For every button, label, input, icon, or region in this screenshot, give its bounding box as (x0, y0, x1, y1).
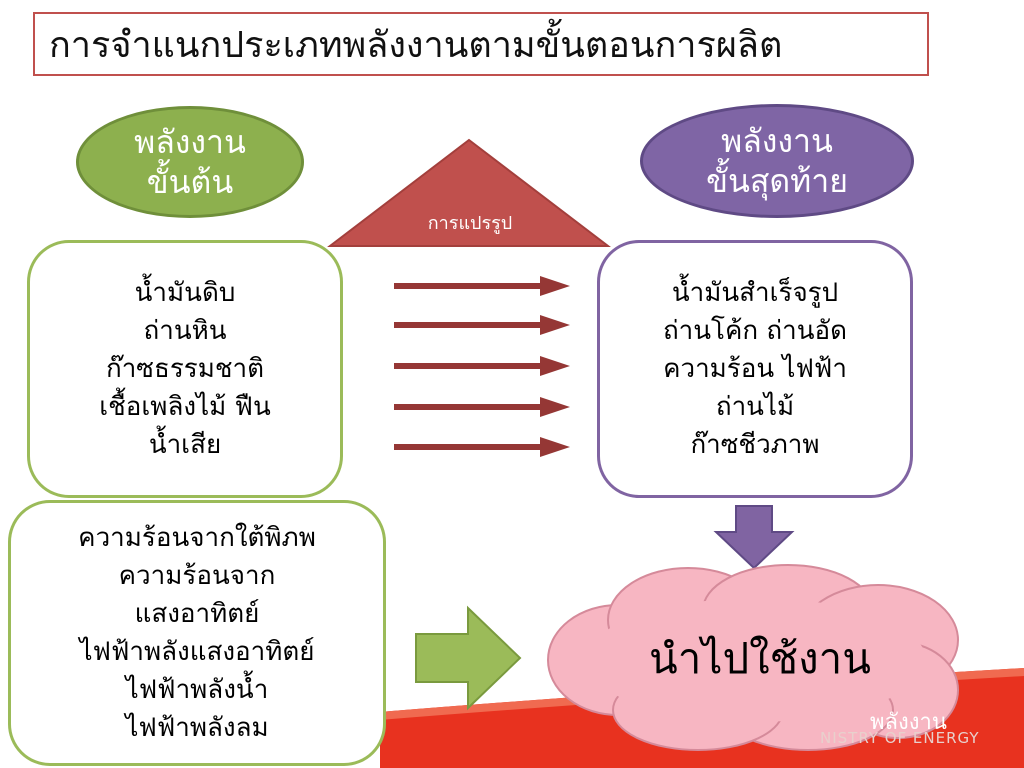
final-energy-line1: พลังงาน (721, 122, 833, 160)
arrow-5 (394, 437, 570, 457)
list-item: ความร้อน ไฟฟ้า (663, 354, 847, 384)
renewable-energy-list: ความร้อนจากใต้พิภพ ความร้อนจาก แสงอาทิตย… (8, 500, 386, 766)
right-arrow (415, 605, 522, 711)
ministry-logo-thai: พลังงาน (870, 710, 947, 735)
list-item: ความร้อนจาก (118, 561, 276, 591)
usage-cloud (547, 564, 959, 751)
list-item: น้ำเสีย (148, 430, 222, 460)
down-arrow (713, 505, 795, 570)
list-item: ไฟฟ้าพลังน้ำ (125, 675, 269, 705)
list-item: ไฟฟ้าพลังลม (125, 713, 269, 743)
list-item: ถ่านโค้ก ถ่านอัด (662, 316, 848, 346)
list-item: แสงอาทิตย์ (134, 599, 260, 629)
ministry-logo-english: NISTRY OF ENERGY (820, 729, 980, 747)
list-item: ก๊าซธรรมชาติ (105, 354, 265, 384)
transformation-label: การแปรรูป (427, 213, 513, 234)
list-item: ถ่านไม้ (715, 392, 795, 422)
final-energy-line2: ขั้นสุดท้าย (706, 162, 848, 200)
final-energy-list: น้ำมันสำเร็จรูป ถ่านโค้ก ถ่านอัด ความร้อ… (597, 240, 913, 498)
arrow-4 (394, 397, 570, 417)
primary-energy-list: น้ำมันดิบ ถ่านหิน ก๊าซธรรมชาติ เชื้อเพลิ… (27, 240, 343, 498)
primary-energy-line1: พลังงาน (134, 123, 246, 161)
list-item: ก๊าซชีวภาพ (690, 430, 820, 460)
primary-energy-line2: ขั้นต้น (146, 163, 234, 201)
list-item: ถ่านหิน (143, 316, 227, 346)
arrow-1 (394, 276, 570, 296)
slide-title: การจำแนกประเภทพลังงานตามขั้นตอนการผลิต (33, 12, 929, 76)
transformation-arrows (394, 276, 570, 457)
transformation-triangle (327, 138, 611, 247)
arrow-2 (394, 315, 570, 335)
list-item: น้ำมันสำเร็จรูป (671, 278, 839, 308)
primary-energy-ellipse: พลังงาน ขั้นต้น (76, 106, 304, 218)
list-item: ความร้อนจากใต้พิภพ (78, 523, 316, 553)
usage-label: นำไปใช้งาน (649, 634, 871, 683)
list-item: น้ำมันดิบ (134, 278, 236, 308)
list-item: เชื้อเพลิงไม้ ฟืน (99, 392, 271, 422)
arrow-3 (394, 356, 570, 376)
final-energy-ellipse: พลังงาน ขั้นสุดท้าย (640, 104, 914, 218)
list-item: ไฟฟ้าพลังแสงอาทิตย์ (79, 637, 315, 667)
